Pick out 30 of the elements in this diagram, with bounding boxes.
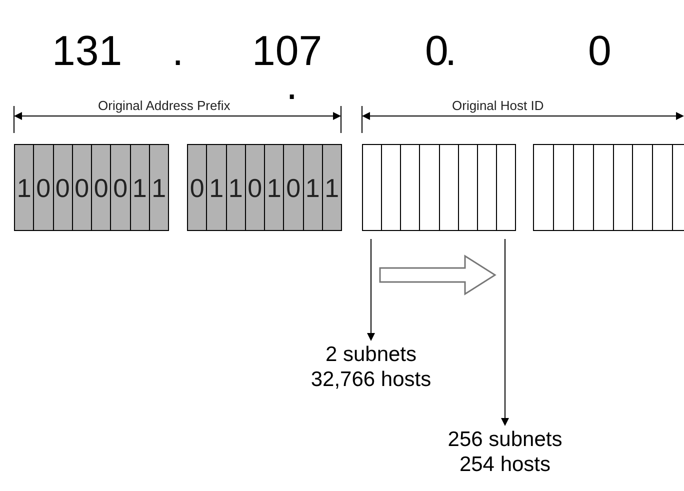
octet-number: 0: [588, 28, 612, 74]
bit-digit: 0: [36, 174, 51, 202]
bit-digit: 1: [152, 174, 166, 202]
octet-box: [533, 144, 684, 231]
result-text: 256 subnets 254 hosts: [435, 427, 575, 477]
bit-digit: 0: [286, 174, 301, 202]
dimension-label: Original Host ID: [452, 98, 544, 113]
bit-digit: 1: [16, 174, 32, 202]
octet-box: [362, 144, 516, 231]
bit-digit: 0: [190, 174, 204, 202]
bit-digit: 0: [55, 174, 70, 202]
bit-digit: 0: [94, 174, 108, 202]
dot: .: [172, 28, 184, 74]
result-text: 2 subnets 32,766 hosts: [306, 342, 436, 392]
bit-digit: 0: [74, 174, 90, 202]
arrow: [367, 238, 375, 341]
arrow: [501, 238, 509, 426]
octet-number: 131: [52, 28, 122, 74]
bit-digit: 0: [248, 174, 262, 202]
octet-box: [187, 144, 342, 231]
octet-box: [14, 144, 169, 231]
bit-digit: 1: [209, 174, 224, 202]
bit-digit: 1: [324, 174, 340, 202]
bit-digit: 0: [113, 174, 128, 202]
bit-digit: 1: [228, 174, 243, 202]
octet-number: 0: [425, 28, 448, 74]
dimension-label: Original Address Prefix: [98, 98, 230, 113]
bit-digit: 1: [305, 174, 320, 202]
bit-digit: 1: [266, 174, 282, 202]
bit-digit: 1: [132, 174, 147, 202]
